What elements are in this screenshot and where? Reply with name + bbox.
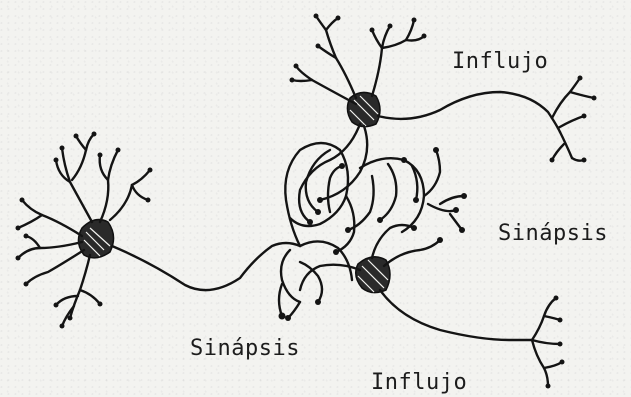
synapse-tangle xyxy=(279,143,468,321)
label-sinapsis-bottom: Sinápsis xyxy=(190,336,300,361)
axon-left xyxy=(112,243,300,290)
label-influjo-top: Influjo xyxy=(452,49,548,74)
axon-bottom-right xyxy=(380,290,532,340)
neuron-top xyxy=(290,14,597,223)
label-influjo-bottom: Influjo xyxy=(371,370,467,395)
axon-top-right xyxy=(378,92,560,132)
neuron-bottom-soma xyxy=(356,257,390,293)
label-sinapsis-right: Sinápsis xyxy=(498,221,608,246)
neuron-left xyxy=(16,132,301,329)
